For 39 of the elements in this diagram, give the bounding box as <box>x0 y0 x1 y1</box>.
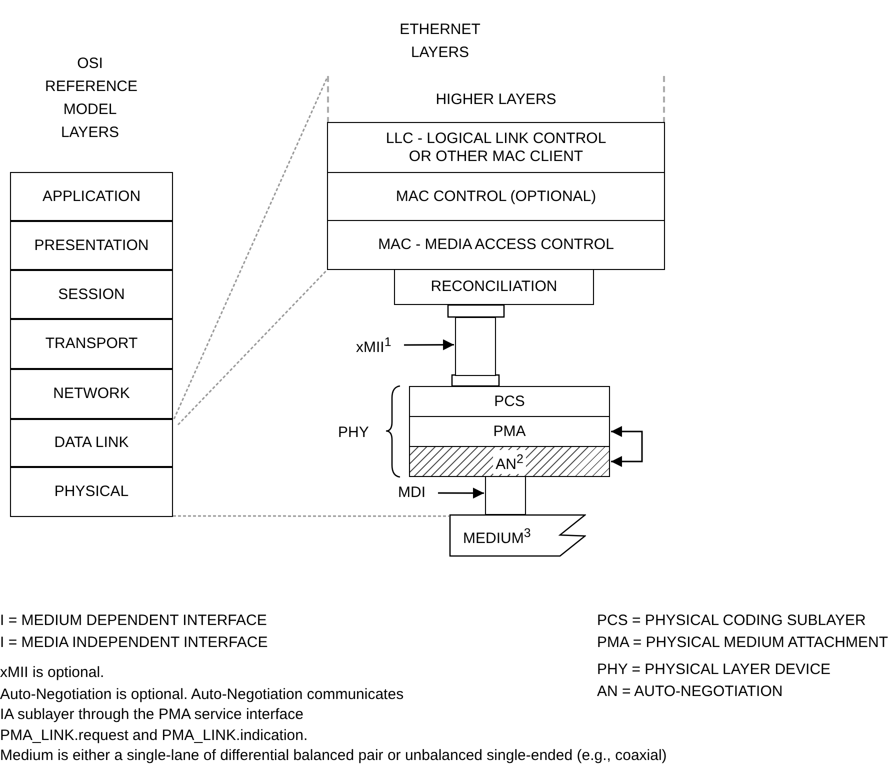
projection-line <box>173 78 328 420</box>
sublayer-box: PCS <box>409 386 610 417</box>
medium-shape: MEDIUM$^{3}$ <box>449 514 586 557</box>
sublayer-box: PMA <box>409 416 610 447</box>
footnote-text: AN = AUTO-NEGOTIATION <box>597 683 783 701</box>
layer-box: MAC CONTROL (OPTIONAL) <box>327 172 665 221</box>
bracket-label: PHY <box>338 424 369 442</box>
layer-box: PHYSICAL <box>10 467 173 517</box>
footnote-text: I = MEDIUM DEPENDENT INTERFACE <box>0 612 267 630</box>
loop-arrow <box>611 426 643 467</box>
footnote-text: I = MEDIA INDEPENDENT INTERFACE <box>0 634 268 652</box>
footnote-text: PHY = PHYSICAL LAYER DEVICE <box>597 661 831 679</box>
column-heading: ETHERNET LAYERS <box>398 20 482 63</box>
layer-box: SESSION <box>10 270 173 319</box>
layer-box: LLC - LOGICAL LINK CONTROL OR OTHER MAC CLIENT <box>327 122 665 173</box>
projection-line <box>173 515 449 517</box>
footnote-text: xMII is optional. <box>0 664 104 682</box>
arrow <box>404 339 454 350</box>
layer-box: TRANSPORT <box>10 319 173 369</box>
column-heading: OSI REFERENCE MODEL LAYERS <box>45 54 135 143</box>
projection-line <box>177 269 328 426</box>
footnote-text: PMA = PHYSICAL MEDIUM ATTACHMENT <box>597 634 888 652</box>
footnote-text: Medium is either a single-lane of differential balanced pair or unbalanced single-ended (e.g., coaxial) <box>0 747 667 765</box>
layer-box: DATA LINK <box>10 419 173 467</box>
layer-box: NETWORK <box>10 369 173 419</box>
layer-box: MAC - MEDIA ACCESS CONTROL <box>327 220 665 270</box>
footnote-text: Auto-Negotiation is optional. Auto-Negotiation communicates <box>0 686 404 704</box>
layer-box: RECONCILIATION <box>394 269 594 305</box>
layer-box: APPLICATION <box>10 172 173 221</box>
interface-label: xMII$^{1}$ <box>356 335 402 355</box>
interface-box <box>485 476 526 515</box>
layer-box: PRESENTATION <box>10 221 173 270</box>
footnote-text: PMA_LINK.request and PMA_LINK.indication. <box>0 727 308 745</box>
footnote-text: IA sublayer through the PMA service interface <box>0 706 304 724</box>
arrow <box>438 488 484 499</box>
footnote-text: PCS = PHYSICAL CODING SUBLAYER <box>597 612 866 630</box>
interface-label: MDI <box>398 483 436 503</box>
sublayer-box: AN$^{2}$ <box>409 446 610 477</box>
interface-bar <box>455 317 496 376</box>
